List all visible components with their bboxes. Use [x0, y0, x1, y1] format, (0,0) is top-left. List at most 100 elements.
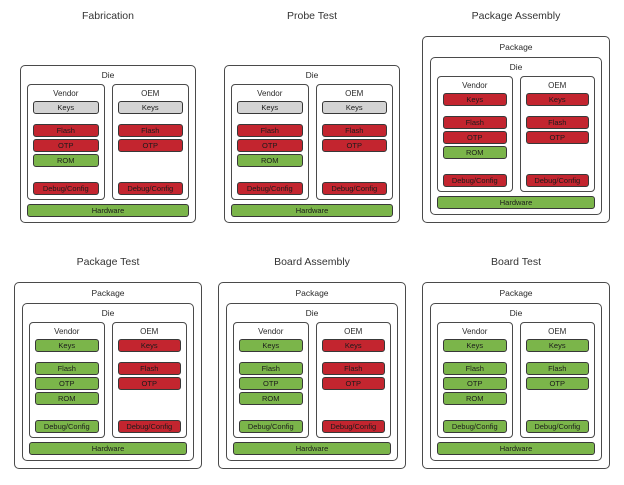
panel-title: Board Assembly — [274, 256, 350, 268]
flash-chip: Flash — [117, 124, 183, 137]
hardware-bar: Hardware — [437, 196, 595, 209]
column-label: OEM — [141, 89, 160, 98]
column-label: OEM — [140, 327, 159, 336]
debug-config-chip: Debug/Config — [321, 420, 385, 433]
hardware-bar: Hardware — [233, 442, 391, 455]
column-label: Vendor — [462, 81, 488, 90]
keys-chip: Keys — [33, 101, 99, 114]
flash-chip: Flash — [443, 362, 507, 375]
flash-chip: Flash — [321, 362, 385, 375]
keys-chip: Keys — [237, 101, 303, 114]
keys-chip: Keys — [321, 101, 387, 114]
flash-chip: Flash — [239, 362, 303, 375]
otp-chip: OTP — [443, 131, 507, 144]
column-label: Vendor — [462, 327, 488, 336]
debug-config-chip: Debug/Config — [443, 174, 507, 187]
column-label: OEM — [345, 89, 364, 98]
panel-package-assembly: Package Assembly Package Die Vendor Keys… — [416, 10, 616, 223]
otp-chip: OTP — [35, 377, 99, 390]
hardware-bar: Hardware — [29, 442, 187, 455]
debug-config-chip: Debug/Config — [443, 420, 507, 433]
otp-chip: OTP — [321, 139, 387, 152]
rom-chip: ROM — [443, 392, 507, 405]
otp-chip: OTP — [525, 377, 589, 390]
panel-title: Probe Test — [286, 10, 337, 22]
debug-config-chip: Debug/Config — [321, 182, 387, 195]
flash-chip: Flash — [525, 362, 589, 375]
package-label: Package — [499, 288, 533, 298]
die-label: Die — [509, 62, 523, 72]
column-label: Vendor — [54, 327, 80, 336]
otp-chip: OTP — [321, 377, 385, 390]
otp-chip: OTP — [239, 377, 303, 390]
keys-chip: Keys — [525, 339, 589, 352]
debug-config-chip: Debug/Config — [525, 174, 589, 187]
die-label: Die — [101, 70, 115, 80]
debug-config-chip: Debug/Config — [525, 420, 589, 433]
keys-chip: Keys — [443, 93, 507, 106]
flash-chip: Flash — [321, 124, 387, 137]
keys-chip: Keys — [443, 339, 507, 352]
otp-chip: OTP — [33, 139, 99, 152]
flash-chip: Flash — [117, 362, 181, 375]
flash-chip: Flash — [525, 116, 589, 129]
debug-config-chip: Debug/Config — [117, 420, 181, 433]
rom-chip: ROM — [237, 154, 303, 167]
column-label: Vendor — [258, 327, 284, 336]
flash-chip: Flash — [237, 124, 303, 137]
keys-chip: Keys — [239, 339, 303, 352]
panel-title: Fabrication — [82, 10, 134, 22]
column-label: OEM — [548, 81, 567, 90]
package-label: Package — [91, 288, 125, 298]
rom-chip: ROM — [239, 392, 303, 405]
rom-chip: ROM — [35, 392, 99, 405]
debug-config-chip: Debug/Config — [239, 420, 303, 433]
die-label: Die — [305, 308, 319, 318]
keys-chip: Keys — [525, 93, 589, 106]
debug-config-chip: Debug/Config — [237, 182, 303, 195]
keys-chip: Keys — [117, 339, 181, 352]
flash-chip: Flash — [33, 124, 99, 137]
die-label: Die — [305, 70, 319, 80]
keys-chip: Keys — [321, 339, 385, 352]
hardware-bar: Hardware — [27, 204, 189, 217]
die-label: Die — [509, 308, 523, 318]
package-label: Package — [499, 42, 533, 52]
debug-config-chip: Debug/Config — [35, 420, 99, 433]
column-label: Vendor — [53, 89, 79, 98]
column-label: Vendor — [257, 89, 283, 98]
